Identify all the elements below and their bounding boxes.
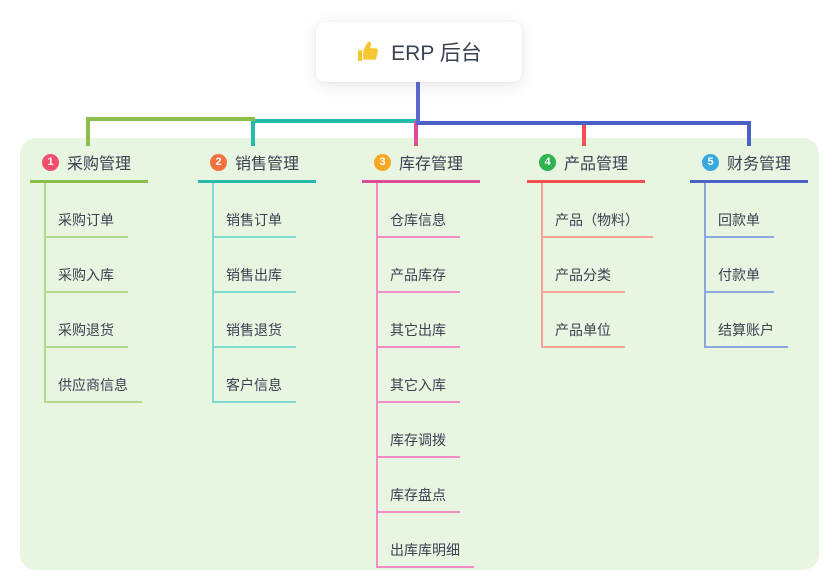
- branch-label: 采购管理: [67, 156, 132, 173]
- branch-node-4[interactable]: 4 产品管理: [527, 148, 645, 183]
- branch-label: 销售管理: [235, 156, 300, 173]
- branch-number-badge: 2: [210, 153, 227, 171]
- child-node[interactable]: 其它入库: [378, 375, 460, 403]
- branch-children: 仓库信息产品库存其它出库其它入库库存调拨库存盘点出库库明细: [376, 183, 480, 568]
- child-node-row: 销售订单: [214, 183, 316, 238]
- branch-5: 5 财务管理回款单付款单结算账户: [690, 148, 808, 348]
- child-node[interactable]: 付款单: [706, 265, 774, 293]
- branch-1-drop-line: [86, 117, 90, 146]
- branch-3: 3 库存管理仓库信息产品库存其它出库其它入库库存调拨库存盘点出库库明细: [362, 148, 480, 568]
- child-node-row: 其它出库: [378, 293, 480, 348]
- child-node[interactable]: 其它出库: [378, 320, 460, 348]
- branch-number-badge: 1: [42, 153, 59, 171]
- child-node-row: 回款单: [706, 183, 808, 238]
- child-node[interactable]: 回款单: [706, 210, 774, 238]
- child-node[interactable]: 供应商信息: [46, 375, 142, 403]
- branch-2: 2 销售管理销售订单销售出库销售退货客户信息: [198, 148, 316, 403]
- branch-children: 销售订单销售出库销售退货客户信息: [212, 183, 316, 403]
- child-node[interactable]: 产品分类: [543, 265, 625, 293]
- child-node-row: 销售退货: [214, 293, 316, 348]
- child-node-row: 产品库存: [378, 238, 480, 293]
- thumbs-up-icon: [356, 40, 380, 64]
- child-node[interactable]: 出库库明细: [378, 540, 474, 568]
- child-node[interactable]: 结算账户: [706, 320, 788, 348]
- child-node[interactable]: 销售订单: [214, 210, 296, 238]
- branch-label: 财务管理: [727, 156, 792, 173]
- branch-label: 库存管理: [399, 156, 464, 173]
- branch-children: 产品（物料） 产品分类产品单位: [541, 183, 653, 348]
- child-node-row: 仓库信息: [378, 183, 480, 238]
- branch-4-drop-line: [582, 121, 586, 146]
- child-node-row: 采购退货: [46, 293, 148, 348]
- child-node-row: 出库库明细: [378, 513, 480, 568]
- branch-5-bus-line: [416, 121, 751, 125]
- branch-number-badge: 3: [374, 153, 391, 171]
- branch-label: 产品管理: [564, 156, 629, 173]
- child-node-row: 采购入库: [46, 238, 148, 293]
- background-panel: [20, 138, 819, 570]
- branch-children: 采购订单采购入库采购退货供应商信息: [44, 183, 148, 403]
- root-label: ERP 后台: [391, 42, 482, 65]
- child-node[interactable]: 采购入库: [46, 265, 128, 293]
- branch-node-5[interactable]: 5 财务管理: [690, 148, 808, 183]
- branch-node-2[interactable]: 2 销售管理: [198, 148, 316, 183]
- child-node-row: 客户信息: [214, 348, 316, 403]
- child-node-row: 销售出库: [214, 238, 316, 293]
- child-node-row: 付款单: [706, 238, 808, 293]
- root-node[interactable]: ERP 后台: [316, 22, 522, 82]
- child-node[interactable]: 产品单位: [543, 320, 625, 348]
- child-node[interactable]: 采购订单: [46, 210, 128, 238]
- child-node-row: 结算账户: [706, 293, 808, 348]
- branch-children: 回款单付款单结算账户: [704, 183, 808, 348]
- child-node[interactable]: 库存盘点: [378, 485, 460, 513]
- child-node-row: 采购订单: [46, 183, 148, 238]
- child-node[interactable]: 产品（物料）: [543, 210, 653, 238]
- branch-4: 4 产品管理产品（物料） 产品分类产品单位: [527, 148, 653, 348]
- child-node-row: 库存盘点: [378, 458, 480, 513]
- branch-5-drop-line: [747, 121, 751, 146]
- child-node[interactable]: 销售出库: [214, 265, 296, 293]
- branch-number-badge: 4: [539, 153, 556, 171]
- branch-node-3[interactable]: 3 库存管理: [362, 148, 480, 183]
- child-node-row: 产品单位: [543, 293, 653, 348]
- child-node[interactable]: 产品库存: [378, 265, 460, 293]
- child-node[interactable]: 客户信息: [214, 375, 296, 403]
- branch-1-bus-line: [86, 117, 255, 121]
- branch-number-badge: 5: [702, 153, 719, 171]
- branch-1: 1 采购管理采购订单采购入库采购退货供应商信息: [30, 148, 148, 403]
- child-node-row: 库存调拨: [378, 403, 480, 458]
- branch-2-drop-line: [251, 119, 255, 146]
- child-node[interactable]: 销售退货: [214, 320, 296, 348]
- branch-2-bus-line: [255, 119, 418, 123]
- child-node-row: 产品（物料）: [543, 183, 653, 238]
- root-connector-line: [416, 82, 420, 123]
- child-node[interactable]: 仓库信息: [378, 210, 460, 238]
- child-node-row: 产品分类: [543, 238, 653, 293]
- branch-node-1[interactable]: 1 采购管理: [30, 148, 148, 183]
- child-node[interactable]: 采购退货: [46, 320, 128, 348]
- branch-3-drop-line: [414, 121, 418, 146]
- child-node-row: 供应商信息: [46, 348, 148, 403]
- child-node[interactable]: 库存调拨: [378, 430, 460, 458]
- child-node-row: 其它入库: [378, 348, 480, 403]
